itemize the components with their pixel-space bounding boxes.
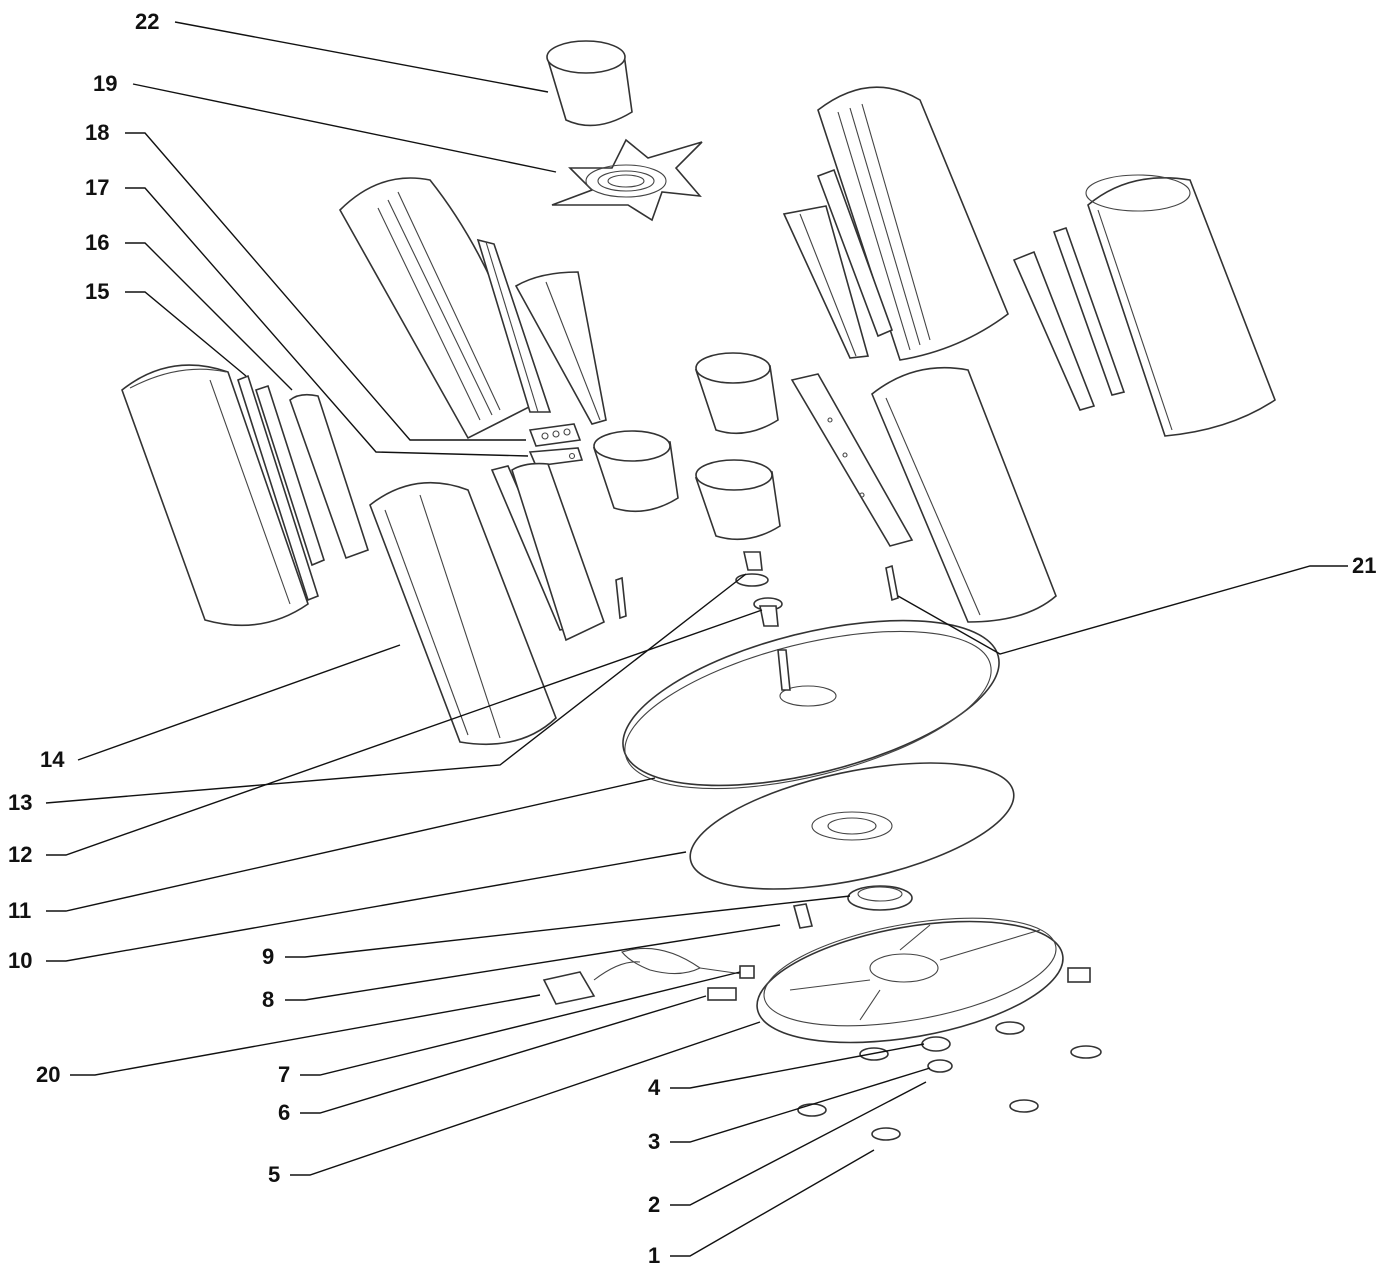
part-17-mounting-bracket [528, 447, 584, 467]
part-12-axle-bolt [753, 597, 783, 627]
leader-15 [125, 291, 247, 377]
leader-22 [174, 21, 549, 93]
part-22-cap-cylinder [546, 40, 633, 127]
leader-5 [290, 1021, 761, 1176]
parts-drawing [121, 40, 1276, 1141]
callout-2: 2 [648, 1192, 660, 1217]
callout-21: 21 [1352, 553, 1376, 578]
callout-6: 6 [278, 1100, 290, 1125]
part-5-base-tray [756, 917, 1064, 1044]
part-13-axle-fitting [735, 551, 769, 587]
leader-16 [125, 242, 293, 391]
part-8-bushing [792, 903, 814, 929]
leader-20 [70, 994, 541, 1076]
part-far-right-housing [1012, 174, 1276, 437]
leader-12 [46, 609, 763, 856]
callout-15: 15 [85, 279, 109, 304]
part-10-middle-plate [689, 762, 1015, 890]
leader-2 [670, 1081, 927, 1206]
callout-12: 12 [8, 842, 32, 867]
part-9-bearing [847, 885, 913, 911]
part-upper-right-housing [782, 86, 1009, 361]
part-7-cable-clip [739, 965, 755, 979]
leader-9 [285, 895, 851, 958]
callout-20: 20 [36, 1062, 60, 1087]
callout-19: 19 [93, 71, 117, 96]
leader-3 [670, 1067, 931, 1143]
part-19-star-plate [551, 138, 703, 222]
leader-21 [897, 565, 1348, 655]
callout-13: 13 [8, 790, 32, 815]
part-switch [1067, 967, 1091, 983]
leader-14 [77, 644, 401, 761]
callout-16: 16 [85, 230, 109, 255]
callout-8: 8 [262, 987, 274, 1012]
leader-8 [285, 924, 781, 1001]
callout-17: 17 [85, 175, 109, 200]
callout-18: 18 [85, 120, 109, 145]
leader-lines [45, 21, 1348, 1257]
leader-17 [125, 187, 529, 457]
callout-11: 11 [8, 898, 31, 923]
part-right-lower-housing [790, 367, 1057, 623]
leader-18 [125, 132, 526, 441]
callout-4: 4 [648, 1075, 661, 1100]
callout-9: 9 [262, 944, 274, 969]
part-left-housing [121, 364, 369, 627]
part-3-nut [927, 1059, 953, 1073]
part-6-connector [707, 987, 737, 1001]
callout-22: 22 [135, 9, 159, 34]
callout-1: 1 [648, 1243, 660, 1268]
callout-7: 7 [278, 1062, 290, 1087]
callout-14: 14 [40, 747, 65, 772]
part-4-nut [921, 1036, 951, 1052]
callout-10: 10 [8, 948, 32, 973]
part-18-terminal-block [528, 423, 582, 447]
part-14-center-left-housing [369, 462, 627, 745]
callout-labels: 22 19 18 17 16 15 14 13 12 11 10 9 8 20 … [8, 9, 1376, 1268]
part-center-cylinders [592, 352, 781, 541]
leader-7 [300, 971, 741, 1076]
callout-3: 3 [648, 1129, 660, 1154]
leader-19 [132, 83, 557, 173]
part-upper-left-housing [339, 177, 607, 440]
leader-4 [670, 1043, 925, 1089]
leader-1 [670, 1149, 875, 1257]
leader-6 [300, 995, 707, 1114]
leader-10 [46, 851, 687, 962]
part-11-top-disc [622, 619, 1000, 790]
leader-13 [45, 573, 747, 804]
callout-5: 5 [268, 1162, 280, 1187]
leader-11 [46, 777, 656, 912]
